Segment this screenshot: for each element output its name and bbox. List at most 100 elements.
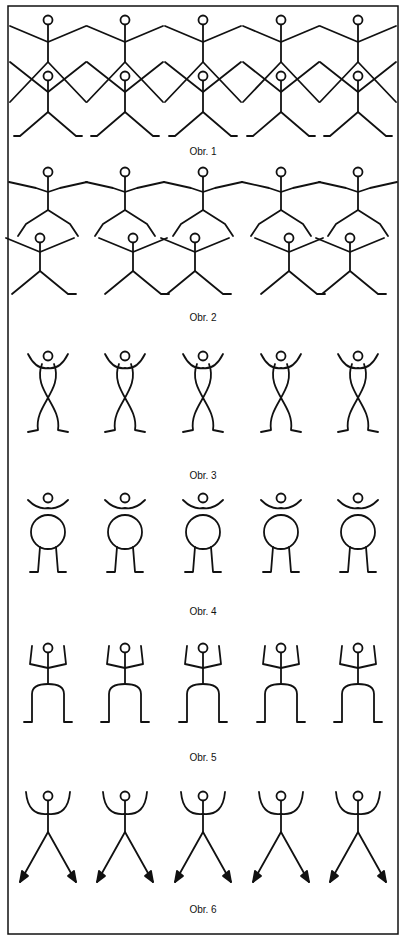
stick-figure-line (124, 81, 126, 112)
stick-figure-line (263, 646, 299, 668)
figure-head (354, 168, 363, 177)
stick-figure-line (24, 684, 72, 722)
stick-figure-line (165, 26, 241, 42)
stick-figure-line (124, 177, 126, 210)
stick-figure-line (288, 243, 290, 271)
figure-head (36, 234, 45, 243)
stick-figure-line (255, 238, 323, 252)
stick-figure-line (202, 177, 204, 210)
stick-figure-line (202, 25, 204, 62)
stick-figure-line (330, 832, 386, 882)
stick-figure-line (261, 271, 325, 294)
figure-head (354, 352, 363, 361)
stick-figure-line (349, 243, 351, 271)
figure-caption: Obr. 2 (187, 312, 218, 324)
stick-figure-line (105, 364, 133, 432)
stick-figure-line (9, 182, 87, 192)
figure-belly (341, 515, 375, 549)
stick-figure-line (253, 832, 309, 882)
stick-figure-line (105, 354, 145, 368)
stick-figure-line (124, 25, 126, 62)
figure-head (285, 234, 294, 243)
stick-figure-line (280, 25, 282, 62)
stick-figure-line (328, 210, 388, 236)
figure-head (121, 494, 130, 503)
stick-figure-line (39, 243, 41, 271)
figure-belly (186, 515, 220, 549)
stick-figure-line (95, 210, 155, 236)
stick-figure-line (12, 271, 76, 294)
stick-figure-line (195, 364, 223, 432)
frame-border (8, 6, 398, 934)
stick-figure-line (179, 684, 227, 722)
arrowhead (223, 871, 231, 882)
figure-head (354, 792, 363, 801)
stick-figure-line (338, 500, 378, 508)
figure-caption: Obr. 5 (187, 752, 218, 764)
stick-figure-line (47, 81, 49, 112)
figure-head (199, 352, 208, 361)
stick-figure-line (30, 547, 40, 572)
stick-figure-line (338, 354, 378, 368)
stick-figure-line (319, 182, 397, 192)
figure-caption: Obr. 3 (187, 470, 218, 482)
stick-figure-line (247, 112, 315, 136)
stick-figure-line (87, 26, 163, 42)
stick-figure-line (165, 62, 241, 92)
figure-head (354, 494, 363, 503)
arrowhead (20, 871, 28, 882)
stick-figure-line (202, 801, 204, 832)
stick-figure-line (350, 364, 378, 432)
stick-figure-line (261, 364, 289, 432)
figure-head (354, 16, 363, 25)
figure-head (277, 16, 286, 25)
figure-head (44, 494, 53, 503)
figure-head (277, 644, 286, 653)
stick-figure-line (320, 62, 396, 92)
stick-figure-line (173, 210, 233, 236)
stick-figure-line (6, 238, 74, 252)
stick-figure-line (18, 210, 78, 236)
stick-figure-line (169, 112, 237, 136)
stick-figure-line (87, 62, 163, 92)
stick-figure-line (28, 500, 68, 508)
figure-head (277, 168, 286, 177)
stick-figure-line (243, 62, 319, 92)
stick-figure-line (251, 210, 311, 236)
stick-figure-line (28, 364, 56, 432)
stick-figure-line (105, 500, 145, 508)
arrowhead (175, 871, 183, 882)
arrowhead (145, 871, 153, 882)
stick-figure-line (117, 364, 145, 432)
stick-figure-line (357, 25, 359, 62)
stick-figure-line (107, 547, 117, 572)
stick-figure-line (211, 547, 221, 572)
stick-figure-line (336, 792, 380, 814)
stick-figure-line (28, 354, 68, 368)
figure-head (354, 644, 363, 653)
figure-head (277, 494, 286, 503)
stick-figure-line (10, 62, 86, 92)
figure-head (44, 72, 53, 81)
figure-belly (108, 515, 142, 549)
stick-figure-line (280, 177, 282, 210)
stick-figure-line (257, 684, 305, 722)
figure-head (121, 352, 130, 361)
stick-figure-line (261, 354, 301, 368)
stick-figure-line (263, 547, 273, 572)
stick-figure-line (47, 801, 49, 832)
stick-figure-line (357, 81, 359, 112)
figure-head (199, 16, 208, 25)
stick-figure-line (357, 177, 359, 210)
figure-head (277, 72, 286, 81)
figure-head (354, 72, 363, 81)
figure-head (129, 234, 138, 243)
arrowhead (253, 871, 261, 882)
figure-head (44, 792, 53, 801)
stick-figure-line (320, 26, 396, 42)
stick-figure-line (185, 547, 195, 572)
figure-belly (31, 515, 65, 549)
arrowhead (378, 871, 386, 882)
stick-figure-line (289, 547, 299, 572)
